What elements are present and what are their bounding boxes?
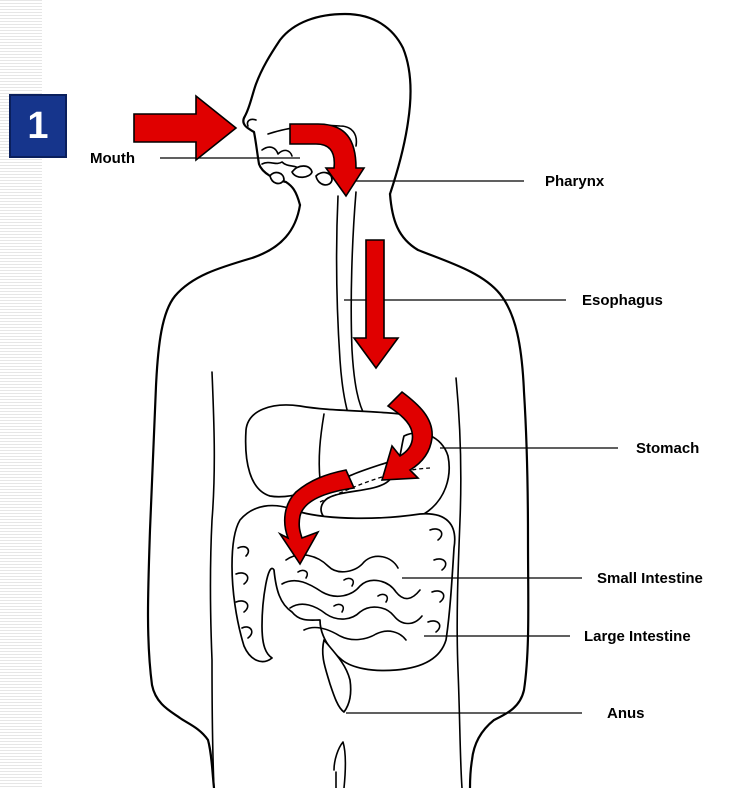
label-small-intestine: Small Intestine [597,570,703,587]
label-anus: Anus [607,705,645,722]
label-large-intestine: Large Intestine [584,628,691,645]
label-mouth: Mouth [90,150,135,167]
esophagus-tube [337,196,350,420]
label-stomach: Stomach [636,440,699,457]
large-intestine [232,506,455,671]
arrow-down-esophagus [354,240,398,368]
label-pharynx: Pharynx [545,173,605,190]
arrow-into-mouth [134,96,236,160]
esophagus-tube-edge [351,192,366,418]
label-esophagus: Esophagus [582,292,663,309]
